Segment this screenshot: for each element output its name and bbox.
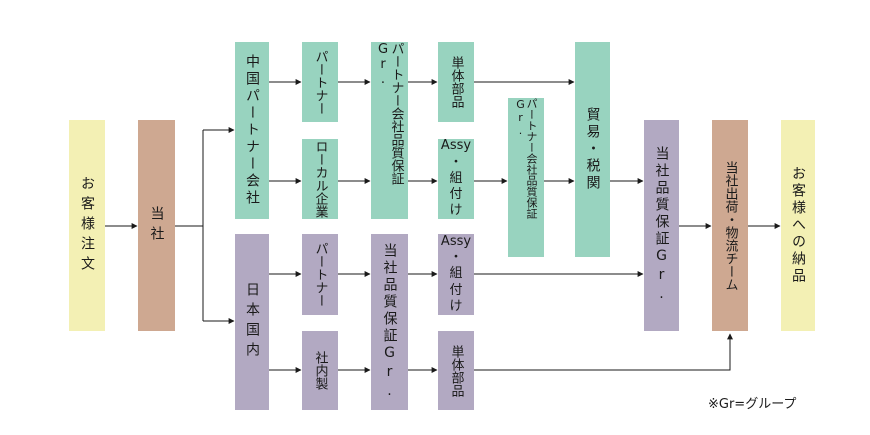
cn-sub-partner-box: パートナー xyxy=(302,42,338,122)
jp-single-parts-label: 単体部品 xyxy=(448,344,464,397)
cn-partner-label: 中国パートナー会社 xyxy=(244,54,260,207)
jp-domestic-box: 日本国内 xyxy=(235,234,269,410)
cn-assy-box: Assy ・ 組 付 け xyxy=(438,138,474,219)
company-label: 当社 xyxy=(148,205,165,246)
jp-inhouse-box: 社内製 xyxy=(302,331,338,410)
jp-assy-box: Assy ・ 組 付 け xyxy=(438,234,474,315)
cn-sub-partner-label: パートナー xyxy=(312,49,328,115)
customer-order-box: お客様注文 xyxy=(69,120,105,331)
cn-partner-qa2-label: パートナー会社品質保証Gr. xyxy=(514,98,538,219)
trade-customs-box: 貿易・税関 xyxy=(575,42,610,257)
company-qa-box: 当社品質保証Gr. xyxy=(644,120,679,331)
cn-partner-qa-box: パートナー会社品質保証Gr. xyxy=(371,42,408,219)
jp-assy-label: Assy ・ 組 付 け xyxy=(440,233,472,314)
cn-local-box: ローカル企業 xyxy=(302,139,338,219)
cn-single-parts-label: 単体部品 xyxy=(448,56,464,108)
jp-partner-label: パートナー xyxy=(312,242,328,307)
jp-company-qa-label: 当社品質保証Gr. xyxy=(381,242,398,402)
cn-partner-qa2-box: パートナー会社品質保証Gr. xyxy=(508,98,544,257)
cn-local-label: ローカル企業 xyxy=(312,140,328,218)
jp-single-parts-box: 単体部品 xyxy=(438,331,474,410)
customer-order-label: お客様注文 xyxy=(79,175,95,276)
company-qa-label: 当社品質保証Gr. xyxy=(653,146,670,305)
cn-partner-box: 中国パートナー会社 xyxy=(235,42,269,219)
delivery-box: お客様への納品 xyxy=(781,120,815,331)
footnote: ※Gr=グループ xyxy=(708,397,797,412)
cn-assy-label: Assy ・ 組 付 け xyxy=(440,138,472,219)
jp-partner-box: パートナー xyxy=(302,234,338,315)
cn-partner-qa-label: パートナー会社品質保証Gr. xyxy=(375,42,404,185)
cn-single-parts-box: 単体部品 xyxy=(438,42,474,122)
company-box: 当社 xyxy=(138,120,175,331)
jp-domestic-label: 日本国内 xyxy=(244,282,260,362)
shipping-team-box: 当社出荷・物流チーム xyxy=(712,120,748,331)
arrow-jpsingle-to-shipping xyxy=(474,333,733,371)
jp-inhouse-label: 社内製 xyxy=(312,351,328,390)
delivery-label: お客様への納品 xyxy=(790,166,806,285)
jp-company-qa-box: 当社品質保証Gr. xyxy=(371,234,408,410)
trade-customs-label: 貿易・税関 xyxy=(584,107,601,192)
shipping-team-label: 当社出荷・物流チーム xyxy=(722,160,738,291)
